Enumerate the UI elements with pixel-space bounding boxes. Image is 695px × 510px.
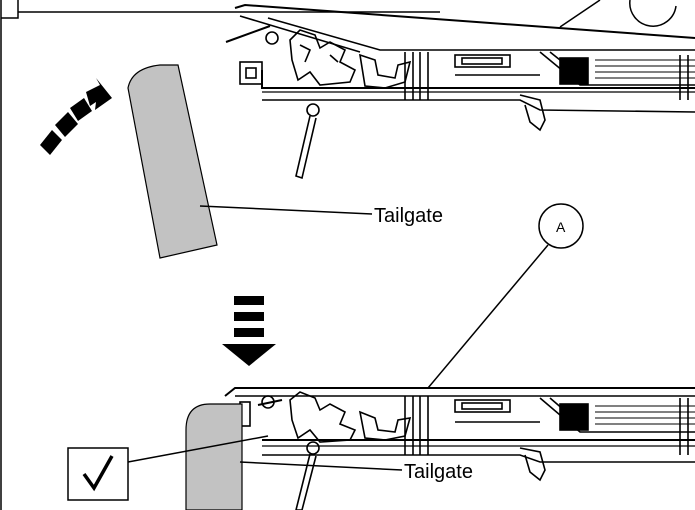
curved-arrow-icon xyxy=(40,78,112,155)
tailgate-label-top: Tailgate xyxy=(374,205,443,227)
tailgate-leader-bottom xyxy=(239,461,403,471)
rail-assembly-bottom xyxy=(224,387,695,510)
rail-assembly-top xyxy=(225,3,695,180)
down-arrow-icon xyxy=(222,296,276,366)
callout-a-top xyxy=(559,0,677,28)
diagram-frame xyxy=(0,0,440,510)
tailgate-leader-top xyxy=(199,205,373,215)
tailgate-panel-bottom xyxy=(185,403,243,510)
checkmark-icon xyxy=(67,447,129,501)
callout-a: A xyxy=(427,203,584,389)
callout-a-letter: A xyxy=(556,219,566,235)
tailgate-label-bottom: Tailgate xyxy=(404,461,473,483)
check-leader xyxy=(127,435,269,463)
tailgate-panel-top xyxy=(127,64,218,259)
